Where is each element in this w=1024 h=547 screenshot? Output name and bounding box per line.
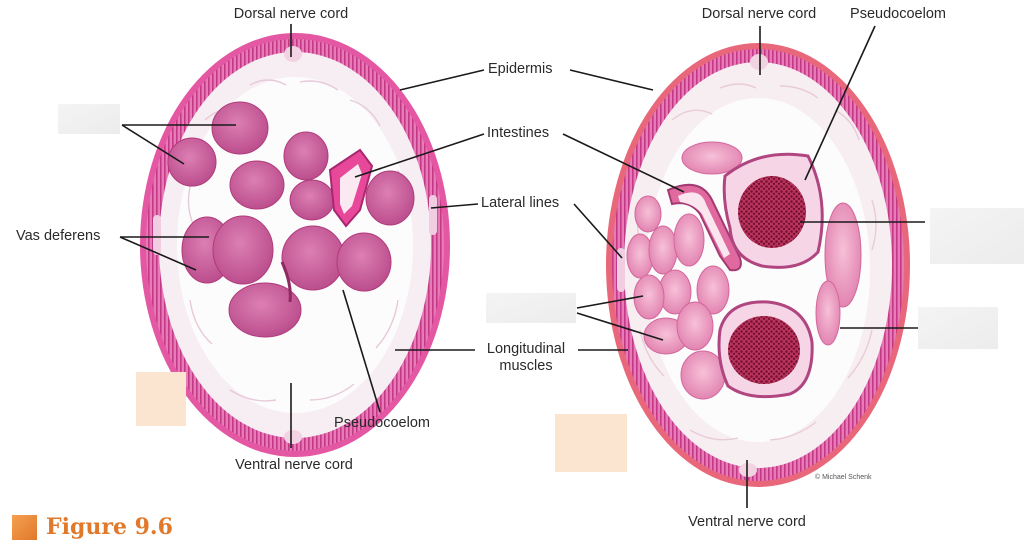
blank-label-box-5 [136, 372, 186, 426]
figure-square-icon [12, 514, 37, 540]
left-cross-section [140, 33, 450, 457]
figure-caption-text: Figure 9.6 [46, 514, 173, 540]
label-right-dorsal-nerve-cord: Dorsal nerve cord [701, 6, 817, 22]
label-vas-deferens: Vas deferens [16, 228, 101, 244]
right-ventral-cord [739, 463, 757, 477]
figure-caption: Figure 9.6 [12, 514, 173, 540]
label-left-pseudocoelom: Pseudocoelom [334, 415, 430, 431]
right-muscle-wisps [636, 83, 877, 441]
left-ventral-cord [284, 430, 302, 444]
left-reproductive-tubules [167, 101, 415, 338]
blank-label-box-4 [918, 307, 998, 349]
label-epidermis: Epidermis [488, 61, 553, 77]
right-intestine [666, 183, 742, 272]
blank-label-box-3 [930, 208, 1024, 264]
blank-label-box-1 [58, 104, 120, 134]
right-uterus-upper [722, 152, 824, 269]
photo-credit: © Michael Schenk [815, 474, 872, 481]
left-lateral-line-left [153, 215, 161, 255]
label-intestines: Intestines [487, 125, 550, 141]
label-right-pseudocoelom: Pseudocoelom [850, 6, 946, 22]
right-cross-section [606, 43, 910, 487]
label-longitudinal-muscles: Longitudinal muscles [486, 341, 566, 374]
left-dorsal-cord [284, 46, 302, 62]
label-right-ventral-nerve-cord: Ventral nerve cord [688, 514, 806, 530]
right-lateral-line-left [617, 248, 625, 292]
right-oviducts [626, 141, 862, 400]
blank-label-box-2 [486, 293, 576, 323]
label-left-dorsal-nerve-cord: Dorsal nerve cord [233, 6, 349, 22]
left-lateral-line-right [429, 195, 437, 235]
label-left-ventral-nerve-cord: Ventral nerve cord [235, 457, 353, 473]
label-lateral-lines: Lateral lines [481, 195, 560, 211]
blank-label-box-6 [555, 414, 627, 472]
leader-lines [119, 24, 925, 508]
right-dorsal-cord [750, 54, 768, 70]
right-uterus-lower [717, 300, 814, 399]
